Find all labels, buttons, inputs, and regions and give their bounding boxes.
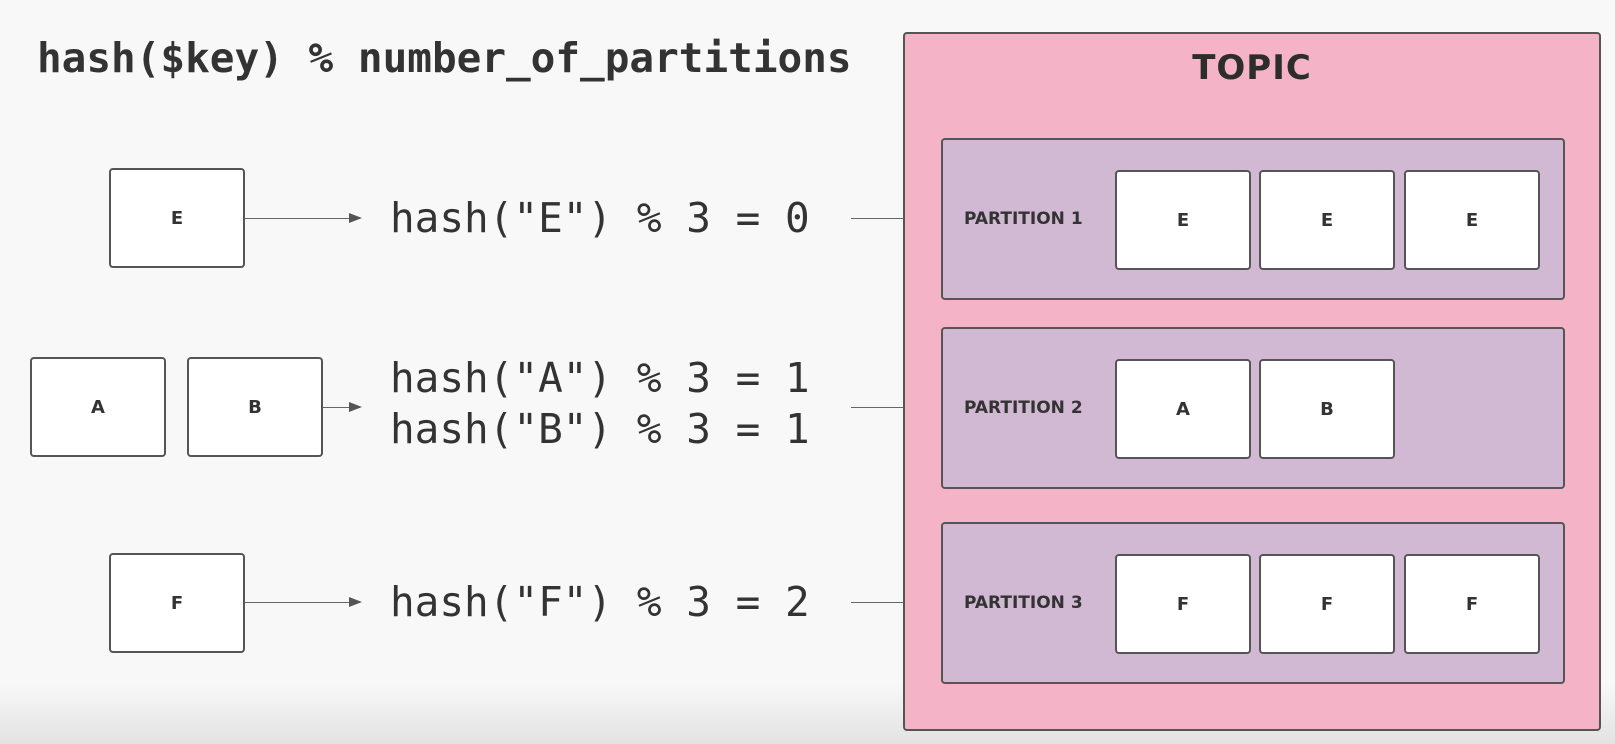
- partition-2-record: B: [1259, 359, 1395, 459]
- partition-3-label: PARTITION 3: [964, 593, 1083, 613]
- topic-title: TOPIC: [1192, 48, 1312, 88]
- message-box-e: E: [109, 168, 245, 268]
- partition-1-record: E: [1404, 170, 1540, 270]
- hash-expression-f: hash("F") % 3 = 2: [390, 578, 810, 626]
- partition-1-record: E: [1115, 170, 1251, 270]
- partition-3: PARTITION 3 F F F: [941, 522, 1565, 684]
- partition-2-record: A: [1115, 359, 1251, 459]
- message-box-a: A: [30, 357, 166, 457]
- message-box-f: F: [109, 553, 245, 653]
- arrow-message-to-hash-row3: [245, 597, 362, 607]
- partition-3-record: F: [1115, 554, 1251, 654]
- arrow-message-to-hash-row2: [323, 402, 362, 412]
- partition-formula-title: hash($key) % number_of_partitions: [37, 34, 852, 82]
- partition-1-label: PARTITION 1: [964, 209, 1083, 229]
- partition-1-record: E: [1259, 170, 1395, 270]
- hash-expression-a: hash("A") % 3 = 1: [390, 354, 810, 402]
- partition-1: PARTITION 1 E E E: [941, 138, 1565, 300]
- topic-container: TOPIC PARTITION 1 E E E PARTITION 2 A B …: [903, 32, 1601, 731]
- partition-3-record: F: [1404, 554, 1540, 654]
- partition-2: PARTITION 2 A B: [941, 327, 1565, 489]
- message-box-b: B: [187, 357, 323, 457]
- partition-3-record: F: [1259, 554, 1395, 654]
- arrow-message-to-hash-row1: [245, 213, 362, 223]
- hash-expression-b: hash("B") % 3 = 1: [390, 405, 810, 453]
- hash-expression-e: hash("E") % 3 = 0: [390, 194, 810, 242]
- partition-2-label: PARTITION 2: [964, 398, 1083, 418]
